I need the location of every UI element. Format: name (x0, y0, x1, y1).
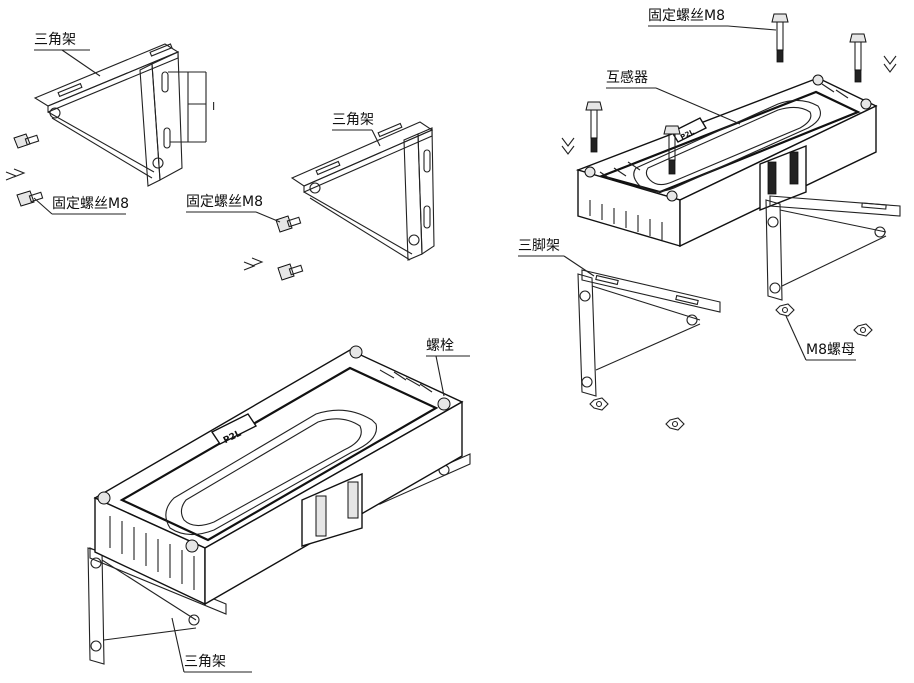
direction-arrows-right (561, 55, 897, 155)
tripod-bracket-right (765, 195, 901, 301)
bolt-left (585, 101, 603, 153)
nut-1 (775, 303, 795, 317)
label-transformer: 互感器 (606, 70, 648, 86)
label-fixing-screw-middle: 固定螺丝M8 (186, 194, 263, 210)
screw-middle-lower (277, 263, 304, 281)
direction-arrows-middle (243, 257, 264, 271)
label-fixing-screw-top-right: 固定螺丝M8 (648, 8, 725, 24)
tripod-bracket-left (577, 269, 721, 397)
label-tripod: 三脚架 (518, 238, 560, 254)
nut-4 (665, 417, 685, 431)
leader-lines (33, 25, 856, 673)
label-triangle-bracket-top-left: 三角架 (34, 32, 76, 48)
triangle-bracket-middle (290, 121, 435, 261)
label-triangle-bracket-bottom: 三角架 (184, 654, 226, 670)
triangle-bracket-top-left: I (33, 43, 215, 187)
bolt-top-right-1 (771, 13, 789, 63)
exploded-transformer: P2L (575, 74, 878, 248)
assembled-transformer: P2L (87, 345, 471, 665)
screw-left-upper (13, 133, 40, 149)
label-triangle-bracket-middle: 三角架 (332, 112, 374, 128)
screw-middle-upper (275, 215, 302, 233)
label-fixing-screw-left: 固定螺丝M8 (52, 196, 129, 212)
direction-arrows-left (5, 168, 26, 181)
bolt-top-right-2 (849, 33, 867, 83)
dimension-symbol: I (212, 100, 215, 113)
screw-left-lower (16, 190, 44, 207)
label-bolt: 螺栓 (426, 338, 454, 354)
label-nut-m8: M8螺母 (806, 342, 855, 358)
nut-3 (589, 397, 609, 411)
nut-2 (853, 323, 873, 337)
bolt-center (663, 125, 681, 175)
